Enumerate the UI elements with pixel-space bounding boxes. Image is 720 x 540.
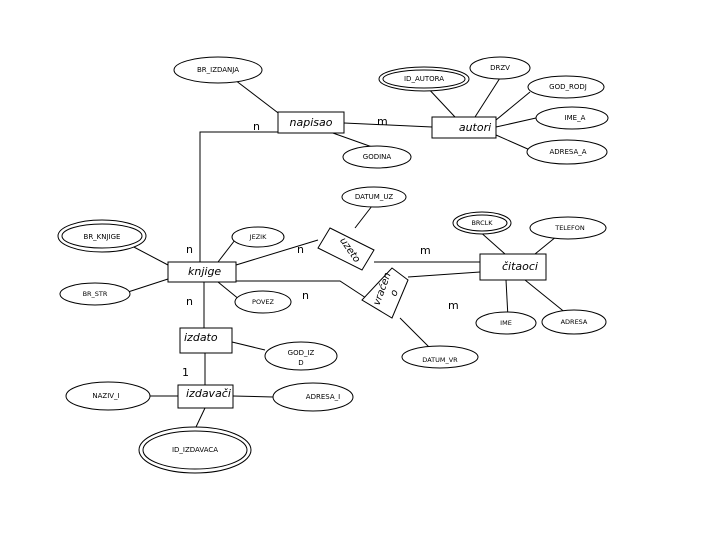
card-napisao-n: n xyxy=(253,120,260,133)
attr-br-knjige-label: BR_KNJIGE xyxy=(84,233,121,241)
attr-naziv-i-label: NAZIV_I xyxy=(92,392,119,400)
relationship-vraceno-label-2: o xyxy=(388,288,400,298)
line-drzv-autori xyxy=(474,77,501,118)
attr-datum-vr[interactable]: DATUM_VR xyxy=(401,345,479,369)
attr-br-str-label: BR_STR xyxy=(83,290,108,298)
line-izdavaci-id-izdavaca xyxy=(195,407,206,428)
entity-izdavaci[interactable]: izdavači xyxy=(177,384,234,409)
attr-datum-vr-label: DATUM_VR xyxy=(422,356,458,364)
line-izdavaci-adresa-i xyxy=(232,395,274,398)
attr-br-knjige[interactable]: BR_KNJIGE xyxy=(57,219,147,253)
attr-drzv-label: DRZV xyxy=(490,64,510,72)
attr-telefon-label: TELEFON xyxy=(554,224,585,232)
line-izdato-god-izd xyxy=(231,341,266,351)
line-br-str-knjige xyxy=(127,278,169,293)
card-vraceno-n: n xyxy=(302,289,309,302)
entity-napisao[interactable]: napisao xyxy=(277,111,345,134)
attr-id-autora[interactable]: ID_AUTORA xyxy=(378,66,470,92)
attr-godina-label: GODINA xyxy=(363,153,392,161)
entity-knjige[interactable]: knjige xyxy=(167,261,237,283)
connector-lines xyxy=(127,77,573,428)
line-jezik-knjige xyxy=(217,239,236,263)
line-knjige-uzeto xyxy=(235,239,319,266)
card-izdato-1: 1 xyxy=(182,366,189,379)
line-adresa-a-autori xyxy=(495,134,531,151)
card-knjige-uzeto-n: n xyxy=(186,243,193,256)
attr-brclk[interactable]: BRCLK xyxy=(452,211,512,235)
card-knjige-izdato-n: n xyxy=(186,295,193,308)
attr-drzv[interactable]: DRZV xyxy=(469,56,531,80)
attr-jezik[interactable]: JEZIK xyxy=(231,226,285,248)
attr-god-izd-label-2: D xyxy=(298,359,303,367)
card-uzeto-n: n xyxy=(297,243,304,256)
card-uzeto-m: m xyxy=(420,244,431,257)
line-ime-a-autori xyxy=(495,117,537,128)
entity-napisao-label: napisao xyxy=(290,116,333,129)
attr-naziv-i[interactable]: NAZIV_I xyxy=(65,381,151,411)
entity-izdavaci-label: izdavači xyxy=(186,387,231,400)
attr-adresa-i-label: ADRESA_I xyxy=(306,393,340,401)
attr-god-izd-label-1: GOD_IZ xyxy=(288,349,315,357)
line-knjige-napisao xyxy=(199,131,278,262)
entity-citaoci-label: čitaoci xyxy=(502,260,538,273)
attr-povez[interactable]: POVEZ xyxy=(234,290,292,314)
attr-telefon[interactable]: TELEFON xyxy=(529,216,607,240)
line-datum-uz-uzeto xyxy=(354,205,373,229)
relationship-uzeto[interactable]: uzeto xyxy=(317,227,375,271)
attr-adresa-label: ADRESA xyxy=(561,318,588,326)
entity-izdato[interactable]: izdato xyxy=(179,327,233,354)
attr-god-izd[interactable]: GOD_IZ D xyxy=(264,341,338,371)
entity-autori[interactable]: autori xyxy=(431,116,497,139)
attr-ime[interactable]: IME xyxy=(475,311,537,335)
cardinality-labels: n m n n m n n m 1 xyxy=(182,115,459,379)
card-napisao-m: m xyxy=(377,115,388,128)
attr-jezik-label: JEZIK xyxy=(249,233,267,241)
line-napisao-autori xyxy=(343,122,433,128)
entity-knjige-label: knjige xyxy=(188,265,221,278)
line-knjige-vraceno xyxy=(236,280,367,299)
attr-id-autora-label: ID_AUTORA xyxy=(404,75,444,83)
card-vraceno-m: m xyxy=(448,299,459,312)
attr-adresa[interactable]: ADRESA xyxy=(541,309,607,335)
attr-adresa-a[interactable]: ADRESA_A xyxy=(526,139,608,165)
line-povez-knjige xyxy=(217,281,241,301)
attr-god-rodj[interactable]: GOD_RODJ xyxy=(527,75,605,99)
attr-br-str[interactable]: BR_STR xyxy=(59,282,131,306)
attr-povez-label: POVEZ xyxy=(252,298,274,306)
line-god-rodj-autori xyxy=(495,91,531,121)
attr-br-izdanja-label: BR_IZDANJA xyxy=(197,66,239,74)
attr-adresa-i[interactable]: ADRESA_I xyxy=(272,382,354,412)
attr-br-izdanja[interactable]: BR_IZDANJA xyxy=(173,56,263,84)
attr-god-rodj-label: GOD_RODJ xyxy=(549,83,587,91)
entity-citaoci[interactable]: čitaoci xyxy=(479,253,547,281)
relationship-vraceno[interactable]: vraćen o xyxy=(361,267,409,319)
entity-izdato-label: izdato xyxy=(184,331,218,344)
line-datum-vr-vraceno xyxy=(399,317,433,351)
attr-datum-uz[interactable]: DATUM_UZ xyxy=(341,186,407,208)
attr-id-izdavaca-label: ID_IZDAVACA xyxy=(172,446,218,454)
attr-brclk-label: BRCLK xyxy=(471,219,493,227)
attr-godina[interactable]: GODINA xyxy=(342,145,412,169)
line-vraceno-citaoci xyxy=(407,271,481,278)
attr-ime-a[interactable]: IME_A xyxy=(535,106,609,130)
entity-autori-label: autori xyxy=(459,121,491,134)
attr-adresa-a-label: ADRESA_A xyxy=(549,148,586,156)
line-br-knjige-knjige xyxy=(129,244,169,266)
line-godina-napisao xyxy=(329,131,376,149)
attr-id-izdavaca[interactable]: ID_IZDAVACA xyxy=(138,426,252,474)
attr-ime-a-label: IME_A xyxy=(565,114,586,122)
attr-datum-uz-label: DATUM_UZ xyxy=(355,193,393,201)
attr-ime-label: IME xyxy=(500,319,512,327)
